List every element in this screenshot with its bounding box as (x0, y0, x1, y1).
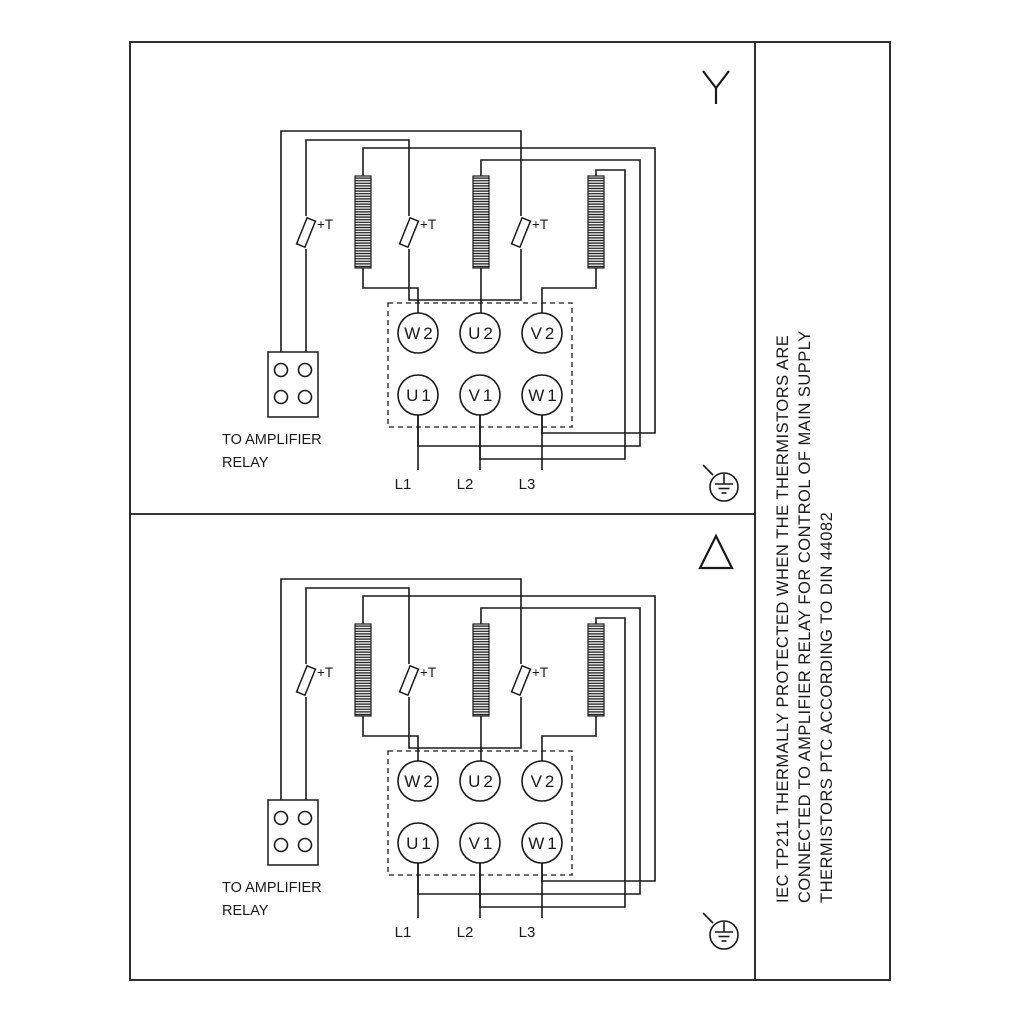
relay-pin (297, 362, 313, 378)
thermistor-label: +T (532, 217, 548, 232)
thermistor-label: +T (420, 665, 436, 680)
relay-terminal-block (267, 351, 319, 418)
terminal-v2 (521, 760, 563, 802)
terminal-box-outline (387, 302, 573, 428)
terminal-w2-label: W2 (404, 772, 436, 791)
relay-pin (273, 362, 289, 378)
supply-lines: L1 L2 L3 (395, 924, 536, 941)
thermistor-icon (398, 664, 420, 697)
thermistor-icon (510, 216, 532, 249)
panel-delta: +T +T +T W2 U2 V2 U1 V1 W1 (222, 533, 739, 950)
wire-segment (305, 587, 410, 664)
thermistors: +T +T +T (295, 664, 548, 697)
supply-lines: L1 L2 L3 (395, 476, 536, 493)
winding-coil-1 (354, 175, 372, 269)
side-note-line2: CONNECTED TO AMPLIFIER RELAY FOR CONTROL… (796, 330, 814, 903)
wire-segment (280, 130, 522, 352)
thermistor-icon (295, 664, 317, 697)
terminal-w2 (397, 760, 439, 802)
relay-pin (273, 389, 289, 405)
wiring (280, 578, 656, 918)
outer-border (129, 41, 891, 981)
wire-segment (541, 716, 597, 761)
supply-l3-label: L3 (519, 476, 536, 493)
relay-pin (297, 389, 313, 405)
motor-windings (354, 623, 605, 717)
motor-terminal-box: W2 U2 V2 U1 V1 W1 (387, 750, 573, 876)
winding-coil-3 (587, 175, 605, 269)
terminal-w1-label: W1 (528, 834, 560, 853)
amplifier-relay-block: TO AMPLIFIER RELAY (222, 351, 322, 471)
earth-ground-icon (702, 464, 739, 502)
terminal-v2-label: V2 (531, 772, 558, 791)
terminal-v2-label: V2 (531, 324, 558, 343)
delta-connection-icon (698, 533, 734, 570)
wire-segment (362, 716, 419, 761)
thermistor-icon (510, 664, 532, 697)
terminal-u2 (459, 760, 501, 802)
terminal-v1-label: V1 (469, 386, 496, 405)
winding-coil-1 (354, 623, 372, 717)
relay-note-line2: RELAY (222, 903, 269, 919)
relay-pin (273, 810, 289, 826)
terminal-u2-label: U2 (468, 772, 496, 791)
wire-segment (305, 139, 410, 216)
terminal-w1-label: W1 (528, 386, 560, 405)
terminal-w2-label: W2 (404, 324, 436, 343)
thermistor-label: +T (317, 665, 333, 680)
side-note-line1: IEC TP211 THERMALLY PROTECTED WHEN THE T… (774, 335, 792, 903)
supply-l1-label: L1 (395, 476, 412, 493)
wire-segment (408, 249, 522, 301)
terminal-v2 (521, 312, 563, 354)
terminal-u1-label: U1 (406, 386, 434, 405)
side-note-line3: THERMISTORS PTC ACCORDING TO DIN 44082 (818, 512, 836, 903)
terminal-w2 (397, 312, 439, 354)
thermistors: +T +T +T (295, 216, 548, 249)
winding-coil-3 (587, 623, 605, 717)
thermistor-icon (398, 216, 420, 249)
wiring (280, 130, 656, 470)
relay-note-line1: TO AMPLIFIER (222, 880, 322, 896)
supply-l3-label: L3 (519, 924, 536, 941)
terminal-w1 (521, 374, 563, 416)
winding-coil-2 (472, 623, 490, 717)
wire-segment (280, 578, 522, 800)
side-note: IEC TP211 THERMALLY PROTECTED WHEN THE T… (774, 330, 836, 903)
terminal-u1-label: U1 (406, 834, 434, 853)
thermistor-label: +T (420, 217, 436, 232)
wire-segment (362, 268, 419, 313)
supply-l2-label: L2 (457, 924, 474, 941)
relay-note-line2: RELAY (222, 455, 269, 471)
thermistor-label: +T (532, 665, 548, 680)
thermistor-icon (295, 216, 317, 249)
motor-windings (354, 175, 605, 269)
amplifier-relay-block: TO AMPLIFIER RELAY (222, 799, 322, 919)
panel-star: +T +T +T W2 U2 V2 U1 V1 W1 (222, 70, 739, 502)
motor-terminal-box: W2 U2 V2 U1 V1 W1 (387, 302, 573, 428)
terminal-box-outline (387, 750, 573, 876)
terminal-u2 (459, 312, 501, 354)
thermistor-label: +T (317, 217, 333, 232)
wire-segment (408, 697, 522, 749)
terminal-u1 (397, 374, 439, 416)
diagram-frame (129, 41, 891, 981)
star-connection-icon (702, 70, 730, 104)
terminal-u1 (397, 822, 439, 864)
relay-note-line1: TO AMPLIFIER (222, 432, 322, 448)
terminal-v1 (459, 374, 501, 416)
earth-ground-icon (702, 912, 739, 950)
wire-segment (541, 268, 597, 313)
relay-pin (297, 810, 313, 826)
supply-l1-label: L1 (395, 924, 412, 941)
relay-terminal-block (267, 799, 319, 866)
terminal-u2-label: U2 (468, 324, 496, 343)
terminal-w1 (521, 822, 563, 864)
terminal-v1 (459, 822, 501, 864)
relay-pin (297, 837, 313, 853)
terminal-v1-label: V1 (469, 834, 496, 853)
supply-l2-label: L2 (457, 476, 474, 493)
relay-pin (273, 837, 289, 853)
winding-coil-2 (472, 175, 490, 269)
